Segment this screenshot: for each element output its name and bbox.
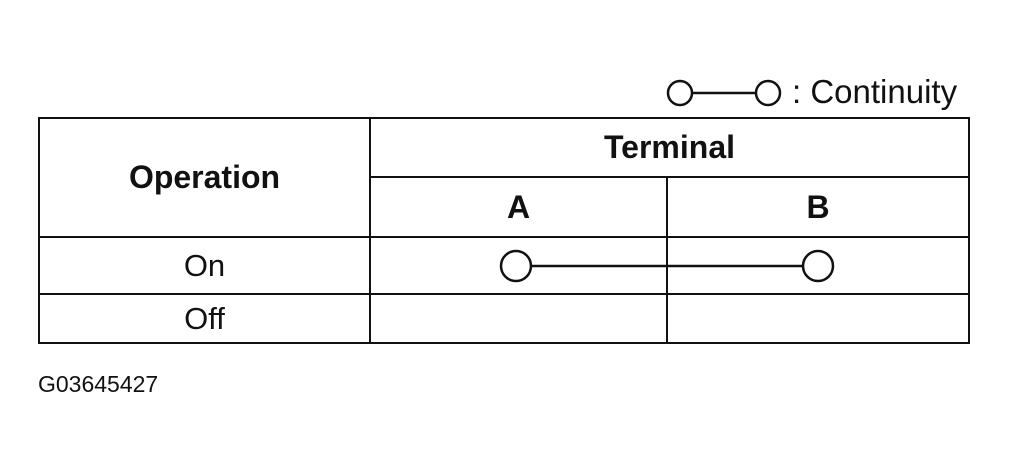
divider-operation-terminal bbox=[369, 119, 371, 342]
divider-row-on-off bbox=[40, 293, 968, 295]
divider-terminal-header bbox=[369, 176, 968, 178]
continuity-table: Operation Terminal A B On Off bbox=[38, 117, 970, 344]
continuity-legend-label: : Continuity bbox=[792, 73, 958, 110]
header-terminal-a: A bbox=[506, 188, 531, 225]
row-on-label: On bbox=[183, 247, 226, 283]
continuity-symbol-icon bbox=[666, 79, 782, 107]
header-operation: Operation bbox=[128, 159, 281, 195]
continuity-terminal-b-circle bbox=[801, 249, 835, 283]
continuity-terminal-a-circle bbox=[499, 249, 533, 283]
continuity-legend: : Continuity bbox=[664, 70, 984, 114]
divider-header-body bbox=[40, 236, 968, 238]
figure-code: G03645427 bbox=[38, 371, 159, 397]
header-terminal-b: B bbox=[806, 188, 830, 225]
row-off-label: Off bbox=[184, 300, 225, 336]
divider-terminal-a-b bbox=[666, 176, 668, 342]
row-on-continuity bbox=[499, 249, 835, 283]
header-terminal: Terminal bbox=[604, 129, 735, 165]
